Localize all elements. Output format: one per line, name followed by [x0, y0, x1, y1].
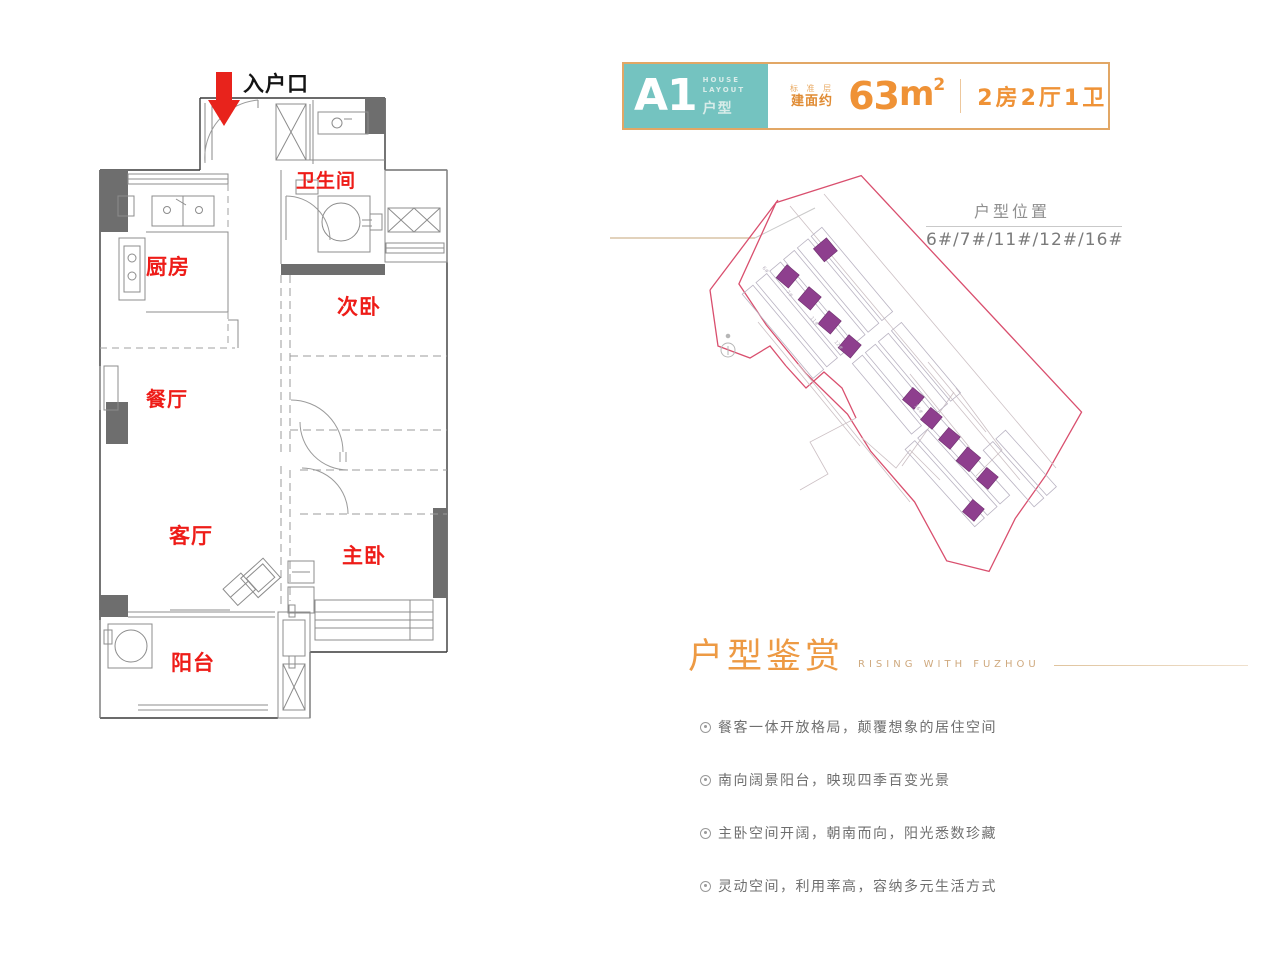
area-tiny-label: 标 准 层: [790, 83, 835, 93]
room-label-balcony: 阳台: [171, 651, 215, 675]
unit-header-badge: A1 HOUSE LAYOUT 户型 标 准 层 建面约 63 m 2: [622, 62, 1110, 130]
floor-plan-panel: 入户口 卫生间 厨房 次卧 餐厅 客厅 主卧 阳台: [0, 0, 600, 960]
feature-text: 南向阔景阳台，映现四季百变光景: [718, 773, 951, 789]
room-label-second-bedroom: 次卧: [337, 295, 381, 319]
room-label-bathroom: 卫生间: [296, 170, 357, 192]
unit-spec-block: 标 准 层 建面约 63 m 2 2房2厅1卫: [768, 64, 1108, 128]
unit-code-block: A1 HOUSE LAYOUT 户型: [624, 64, 768, 128]
svg-text:6#: 6#: [760, 265, 769, 275]
bullet-circle-icon: [700, 880, 711, 892]
area-prefix: 建面约: [791, 93, 834, 109]
site-map-building-numbers: 6#/7#/11#/12#/16#: [926, 230, 1124, 250]
bullet-circle-icon: [700, 827, 711, 839]
unit-en-line-2: LAYOUT: [702, 85, 746, 94]
list-item: 灵动空间，利用率高，容纳多元生活方式: [700, 876, 1248, 896]
unit-code: A1: [634, 70, 698, 121]
feature-text: 主卧空间开阔，朝南而向，阳光悉数珍藏: [718, 826, 997, 842]
site-map-caption: 户型位置 6#/7#/11#/12#/16#: [902, 198, 1124, 250]
area-value-group: 63 m 2: [848, 74, 945, 118]
info-panel: A1 HOUSE LAYOUT 户型 标 准 层 建面约 63 m 2: [600, 0, 1280, 960]
features-title: 户型鉴赏: [688, 637, 845, 677]
feature-text: 灵动空间，利用率高，容纳多元生活方式: [718, 879, 997, 895]
feature-list: 餐客一体开放格局，颠覆想象的居住空间 南向阔景阳台，映现四季百变光景 主卧空间开…: [700, 717, 1248, 896]
features-heading-row: 户型鉴赏 RISING WITH FUZHOU: [688, 640, 1248, 675]
site-map-title: 户型位置: [973, 202, 1050, 221]
area-number: 63: [848, 74, 900, 118]
feature-text: 餐客一体开放格局，颠覆想象的居住空间: [718, 720, 997, 736]
svg-text:11#: 11#: [808, 315, 819, 327]
room-count-text: 2房2厅1卫: [977, 86, 1108, 111]
features-section: 户型鉴赏 RISING WITH FUZHOU 餐客一体开放格局，颠覆想象的居住…: [688, 640, 1248, 929]
area-label-block: 标 准 层 建面约: [790, 83, 835, 109]
entrance-label: 入户口: [243, 72, 309, 96]
site-location-map: 6# 7# 11# 12# 16# 户型位置 6#/7#/11#/12#/16#: [610, 150, 1130, 590]
area-unit: m: [898, 74, 934, 114]
list-item: 餐客一体开放格局，颠覆想象的居住空间: [700, 717, 1248, 737]
badge-divider: [960, 79, 962, 113]
floor-plan-drawing: [99, 72, 448, 719]
room-label-living: 客厅: [169, 524, 213, 548]
north-compass-icon: [720, 333, 736, 358]
list-item: 主卧空间开阔，朝南而向，阳光悉数珍藏: [700, 823, 1248, 843]
site-map-rule: [926, 226, 1122, 227]
room-label-dining: 餐厅: [146, 387, 188, 411]
unit-cn-suffix: 户型: [702, 100, 733, 117]
features-rule: [1053, 665, 1248, 666]
svg-text:12#: 12#: [832, 339, 843, 351]
unit-code-subtitle: HOUSE LAYOUT 户型: [703, 74, 745, 118]
svg-text:16#: 16#: [912, 403, 923, 415]
bullet-circle-icon: [700, 721, 711, 733]
list-item: 南向阔景阳台，映现四季百变光景: [700, 770, 1248, 790]
bullet-circle-icon: [700, 774, 711, 786]
site-map-drawing: 6# 7# 11# 12# 16#: [610, 174, 1083, 573]
features-subtitle: RISING WITH FUZHOU: [858, 659, 1040, 670]
room-label-kitchen: 厨房: [146, 255, 190, 279]
room-label-master-bedroom: 主卧: [342, 544, 386, 568]
unit-en-line-1: HOUSE: [702, 76, 740, 85]
svg-text:7#: 7#: [784, 289, 793, 299]
area-superscript: 2: [933, 75, 945, 95]
entrance-arrow: [208, 72, 240, 126]
